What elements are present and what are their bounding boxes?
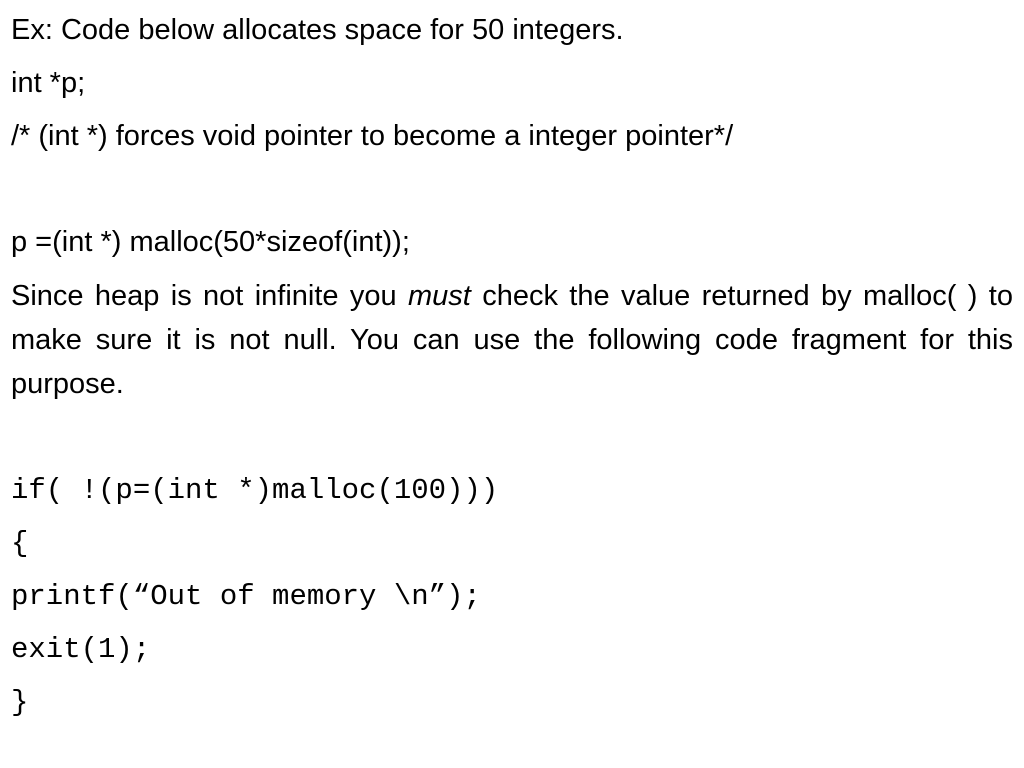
code-line-if: if( !(p=(int *)malloc(100))) bbox=[11, 474, 499, 507]
explanation-emphasis: must bbox=[408, 280, 471, 312]
explanation-paragraph: Since heap is not infinite you must chec… bbox=[11, 274, 1013, 406]
code-line-printf: printf(“Out of memory \n”); bbox=[11, 580, 481, 613]
code-line-open-brace: { bbox=[11, 527, 29, 560]
code-line-close-brace: } bbox=[11, 686, 29, 719]
code-line-exit: exit(1); bbox=[11, 633, 151, 666]
intro-text: Ex: Code below allocates space for 50 in… bbox=[11, 14, 624, 46]
slide-content: Ex: Code below allocates space for 50 in… bbox=[11, 0, 1013, 768]
explanation-text-end: check the value returned by malloc( ) to… bbox=[11, 280, 1013, 400]
malloc-statement: p =(int *) malloc(50*sizeof(int)); bbox=[11, 226, 410, 258]
cast-comment: /* (int *) forces void pointer to become… bbox=[11, 120, 734, 152]
pointer-declaration: int *p; bbox=[11, 67, 86, 99]
explanation-text-start: Since heap is not infinite you bbox=[11, 280, 408, 312]
